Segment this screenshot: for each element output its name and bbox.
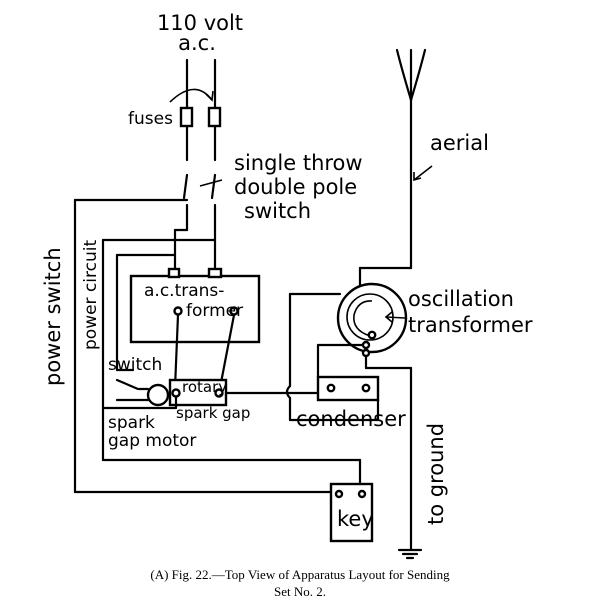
secondary-lead-1 xyxy=(173,313,180,390)
rotary-gap-electrode-2 xyxy=(214,388,224,398)
spark-gap-motor-label-2: gap motor xyxy=(108,431,196,451)
main-switch-label-2: double pole xyxy=(234,175,357,199)
ac-transformer-label-2: former xyxy=(186,301,243,321)
caption-line-1: (A) Fig. 22.—Top View of Apparatus Layou… xyxy=(150,567,450,582)
key-label: key xyxy=(337,507,374,531)
circuit-wiring xyxy=(73,198,413,552)
oscillation-transformer-label-1: oscillation xyxy=(408,287,514,311)
secondary-lead-2 xyxy=(218,313,236,390)
supply-type-label: a.c. xyxy=(178,31,216,55)
oscillation-pointer xyxy=(385,316,406,319)
ac-transformer-label-1: a.c.trans- xyxy=(144,281,224,301)
to-ground-label: to ground xyxy=(424,423,448,525)
oscillation-transformer-label-2: transformer xyxy=(408,313,533,337)
fuse-right xyxy=(207,106,222,128)
caption-line-2: Set No. 2. xyxy=(274,584,326,599)
aerial-pointer xyxy=(413,165,433,181)
aerial xyxy=(358,48,427,287)
fuses-label: fuses xyxy=(128,109,173,129)
figure-caption: (A) Fig. 22.—Top View of Apparatus Layou… xyxy=(0,566,600,600)
oscillation-inner-spiral xyxy=(353,300,373,337)
aerial-pointer-arrowhead xyxy=(413,172,422,182)
oscillation-tap-1 xyxy=(367,330,377,340)
oscillation-pointer-arrowhead xyxy=(384,311,393,323)
spark-gap-motor-label-1: spark xyxy=(108,413,155,433)
supply-wiring xyxy=(173,58,217,272)
main-switch-label-1: single throw xyxy=(234,151,363,175)
main-switch-pointer xyxy=(199,179,223,187)
rotary-spark-gap-label-1: rotary xyxy=(182,378,227,396)
aerial-label: aerial xyxy=(430,131,489,155)
condenser-terminal-2 xyxy=(361,383,371,393)
condenser-terminal-1 xyxy=(326,383,336,393)
rotary-spark-gap-label-2: spark gap xyxy=(176,404,250,422)
condenser-label: condenser xyxy=(296,407,406,431)
supply-voltage-label: 110 volt xyxy=(157,11,243,35)
condenser-box xyxy=(316,375,380,402)
fuses-pointer-arrow xyxy=(169,88,213,103)
key-terminal-1 xyxy=(334,489,344,499)
spark-gap-motor xyxy=(146,383,170,407)
fuses-pointer-arrowhead xyxy=(205,90,214,102)
power-switch-label: power switch xyxy=(41,247,65,386)
rotary-gap-electrode-1 xyxy=(171,388,181,398)
motor-switch-label: switch xyxy=(108,355,162,375)
ground-symbol xyxy=(397,548,423,560)
ac-transformer-secondary-1 xyxy=(173,306,183,316)
main-switch-label-3: switch xyxy=(244,199,311,223)
ac-transformer-terminal-1 xyxy=(167,267,181,279)
key-terminal-2 xyxy=(357,489,367,499)
ac-transformer-terminal-2 xyxy=(207,267,223,279)
fuse-left xyxy=(179,106,194,128)
power-circuit-label: power circuit xyxy=(81,240,101,350)
wiring-diagram: 110 volt a.c. fuses single throw double … xyxy=(41,11,533,560)
